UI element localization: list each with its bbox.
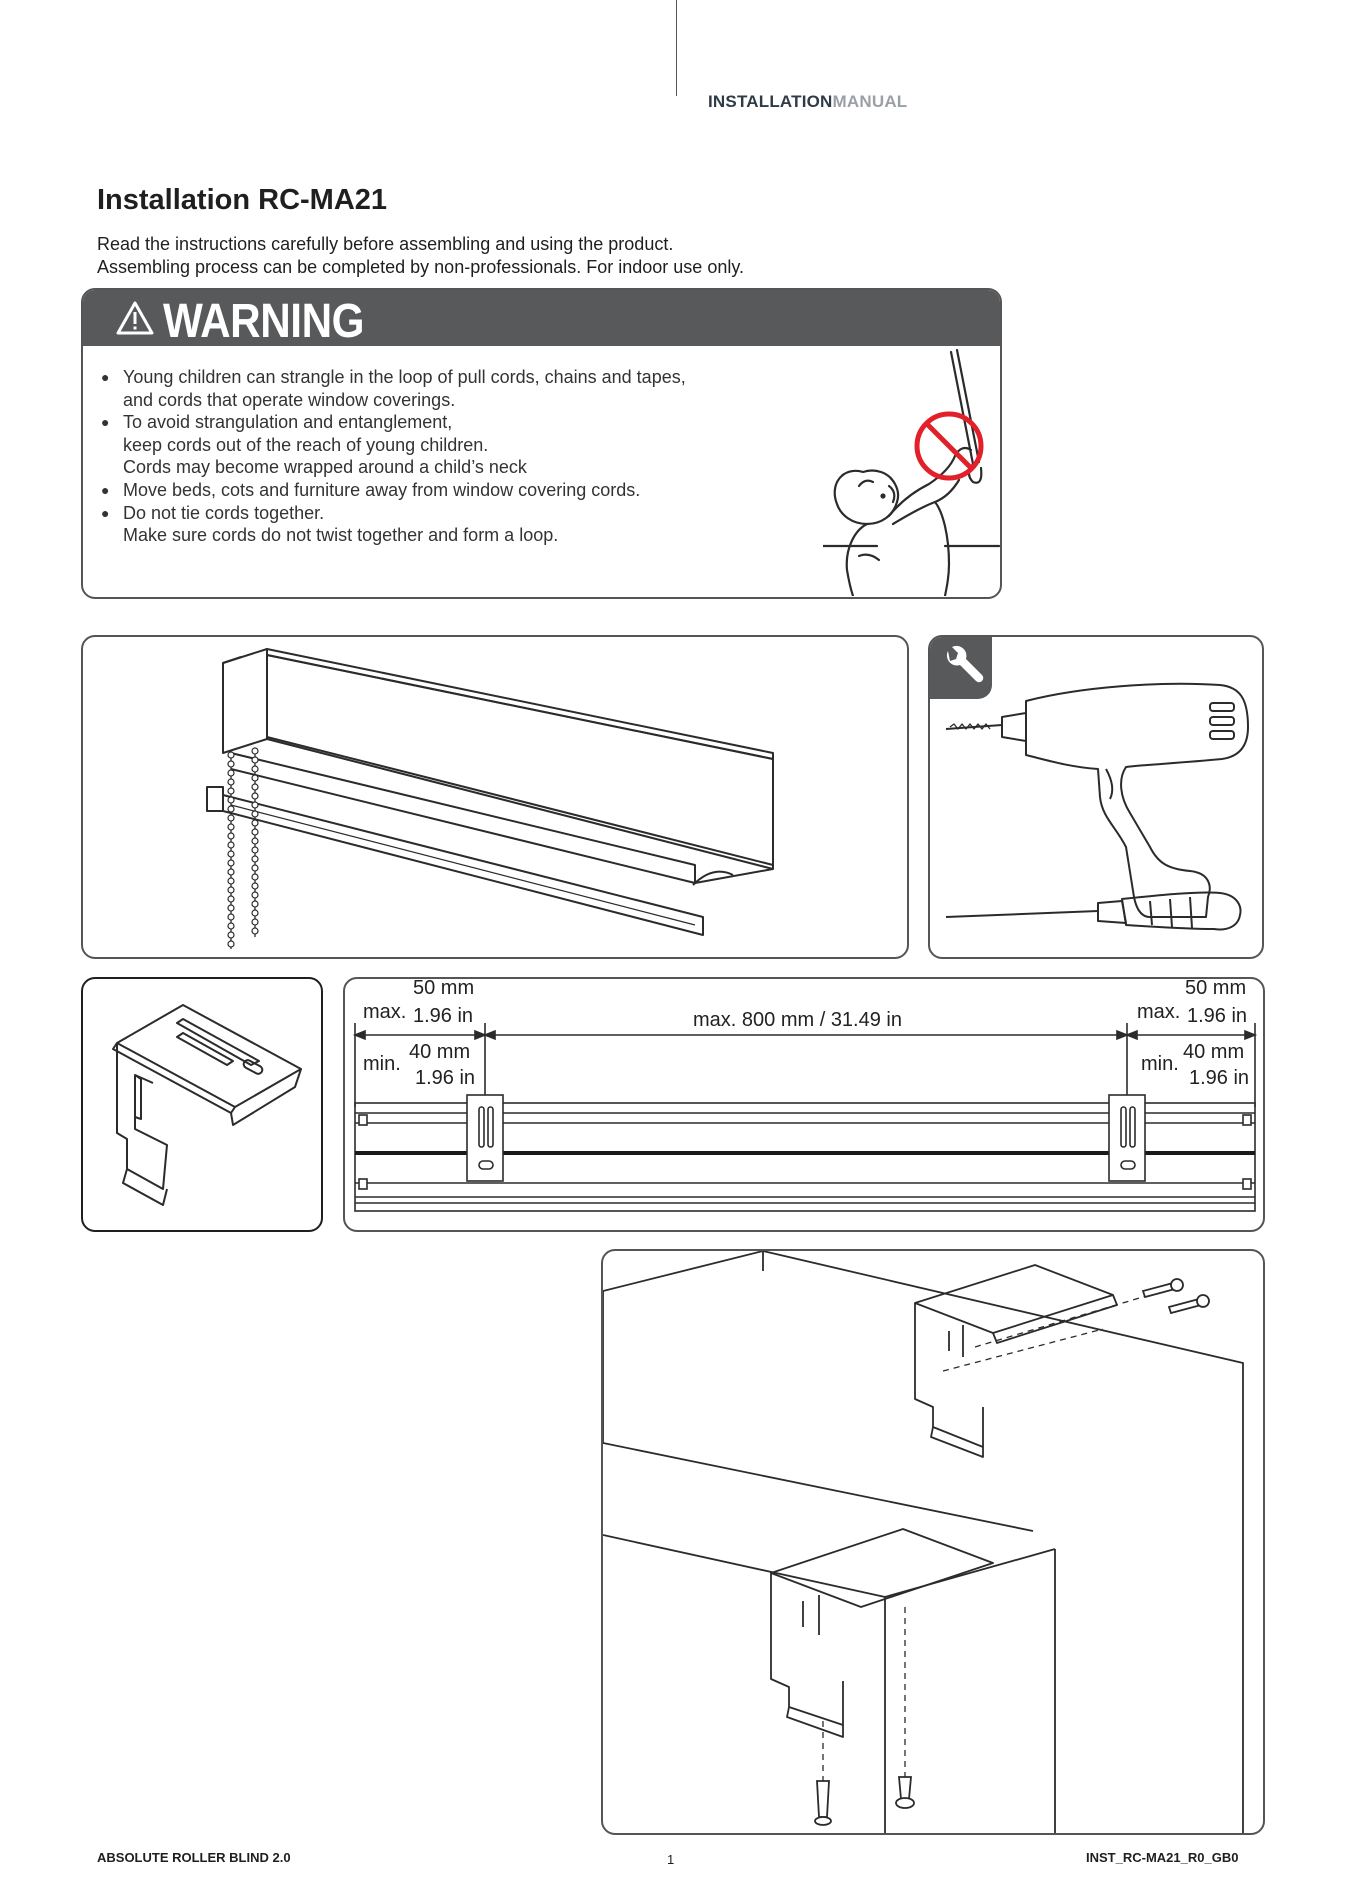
mounting-illustration (603, 1251, 1244, 1833)
manual-label: INSTALLATIONMANUAL (708, 92, 907, 112)
tools-badge (930, 637, 992, 699)
warning-item: To avoid strangulation and entanglement,… (101, 411, 686, 479)
page-title: Installation RC-MA21 (97, 184, 388, 216)
right-min-mm: 40 mm (1183, 1041, 1245, 1063)
chain-bead (227, 868, 235, 876)
center-dimension: max. 800 mm / 31.49 in (693, 1009, 902, 1031)
child-cord-illustration (823, 348, 1000, 596)
left-max-label: max. (363, 1001, 407, 1023)
right-min-label: min. (1141, 1053, 1179, 1075)
chain-bead (227, 922, 235, 930)
warning-title: WARNING (163, 295, 365, 348)
chain-bead (251, 900, 259, 908)
left-min-mm: 40 mm (409, 1041, 471, 1063)
bracket-icon (358, 1094, 1252, 1190)
right-max-label: max. (1137, 1001, 1181, 1023)
drill-screwdriver-illustration (945, 682, 1249, 931)
manual-label-part1: INSTALLATION (708, 92, 833, 111)
chain-bead (227, 859, 235, 867)
chain-bead (227, 850, 235, 858)
chain-bead (227, 904, 235, 912)
chain-bead (251, 927, 259, 935)
footer-product: ABSOLUTE ROLLER BLIND 2.0 (97, 1850, 291, 1865)
warning-triangle-icon (116, 301, 154, 335)
chain-bead (251, 891, 259, 899)
chain-bead (251, 819, 259, 827)
chain-bead (227, 877, 235, 885)
chain-bead (227, 814, 235, 822)
tools-panel (928, 635, 1264, 959)
product-panel (81, 635, 909, 959)
chain-bead (251, 846, 259, 854)
chain-bead (227, 841, 235, 849)
bracket-illustration (112, 1004, 302, 1206)
header-divider (676, 0, 677, 96)
chain-bead (227, 778, 235, 786)
chain-bead (251, 756, 259, 764)
chain-bead (227, 886, 235, 894)
roller-blind-illustration (206, 648, 774, 949)
chain-bead (227, 787, 235, 795)
wrench-icon (946, 645, 984, 683)
measurement-panel: max. 50 mm 1.96 in min. 40 mm 1.96 in ma… (343, 977, 1265, 1232)
mounting-panel (601, 1249, 1265, 1835)
warning-item: Young children can strangle in the loop … (101, 366, 686, 411)
manual-label-part2: MANUAL (832, 92, 908, 111)
chain-bead (251, 774, 259, 782)
left-max-in: 1.96 in (413, 1005, 474, 1027)
chain-bead (251, 765, 259, 773)
chain-bead (251, 837, 259, 845)
chain-bead (251, 855, 259, 863)
right-max-mm: 50 mm (1185, 977, 1247, 999)
chain-bead (227, 823, 235, 831)
chain-bead (227, 832, 235, 840)
chain-bead (251, 783, 259, 791)
chain-bead (227, 796, 235, 804)
chain-bead (251, 882, 259, 890)
bracket-panel (81, 977, 323, 1232)
warning-item: Do not tie cords together. Make sure cor… (101, 502, 686, 547)
right-max-in: 1.96 in (1187, 1005, 1248, 1027)
chain-bead (251, 810, 259, 818)
chain-bead (251, 864, 259, 872)
warning-list: Young children can strangle in the loop … (101, 366, 686, 547)
chain-bead (227, 751, 235, 759)
chain-bead (227, 805, 235, 813)
left-min-in: 1.96 in (415, 1067, 476, 1089)
chain-bead (227, 895, 235, 903)
right-min-in: 1.96 in (1189, 1067, 1250, 1089)
chain-bead (227, 760, 235, 768)
chain-bead (227, 931, 235, 939)
chain-bead (251, 873, 259, 881)
left-max-mm: 50 mm (413, 977, 475, 999)
chain-bead (251, 792, 259, 800)
chain-bead (251, 828, 259, 836)
footer-doc-code: INST_RC-MA21_R0_GB0 (1086, 1850, 1239, 1865)
chain-bead (227, 769, 235, 777)
chain-bead (227, 940, 235, 948)
chain-bead (251, 801, 259, 809)
chain-bead (251, 747, 259, 755)
screw-icon (814, 1278, 1210, 1826)
page-number: 1 (667, 1852, 675, 1867)
intro-text: Read the instructions carefully before a… (97, 233, 744, 279)
warning-header: WARNING (83, 290, 1000, 348)
chain-bead (251, 909, 259, 917)
warning-panel: WARNING Young children can strangle in t… (81, 288, 1002, 599)
chain-bead (251, 918, 259, 926)
bead-chain-icon (230, 749, 256, 949)
intro-line-2: Assembling process can be completed by n… (97, 257, 745, 277)
left-min-label: min. (363, 1053, 401, 1075)
chain-bead (227, 913, 235, 921)
rail-measurement-illustration (352, 1023, 1258, 1212)
intro-line-1: Read the instructions carefully before a… (97, 234, 674, 254)
prohibited-icon (914, 411, 984, 481)
warning-item: Move beds, cots and furniture away from … (101, 479, 686, 502)
